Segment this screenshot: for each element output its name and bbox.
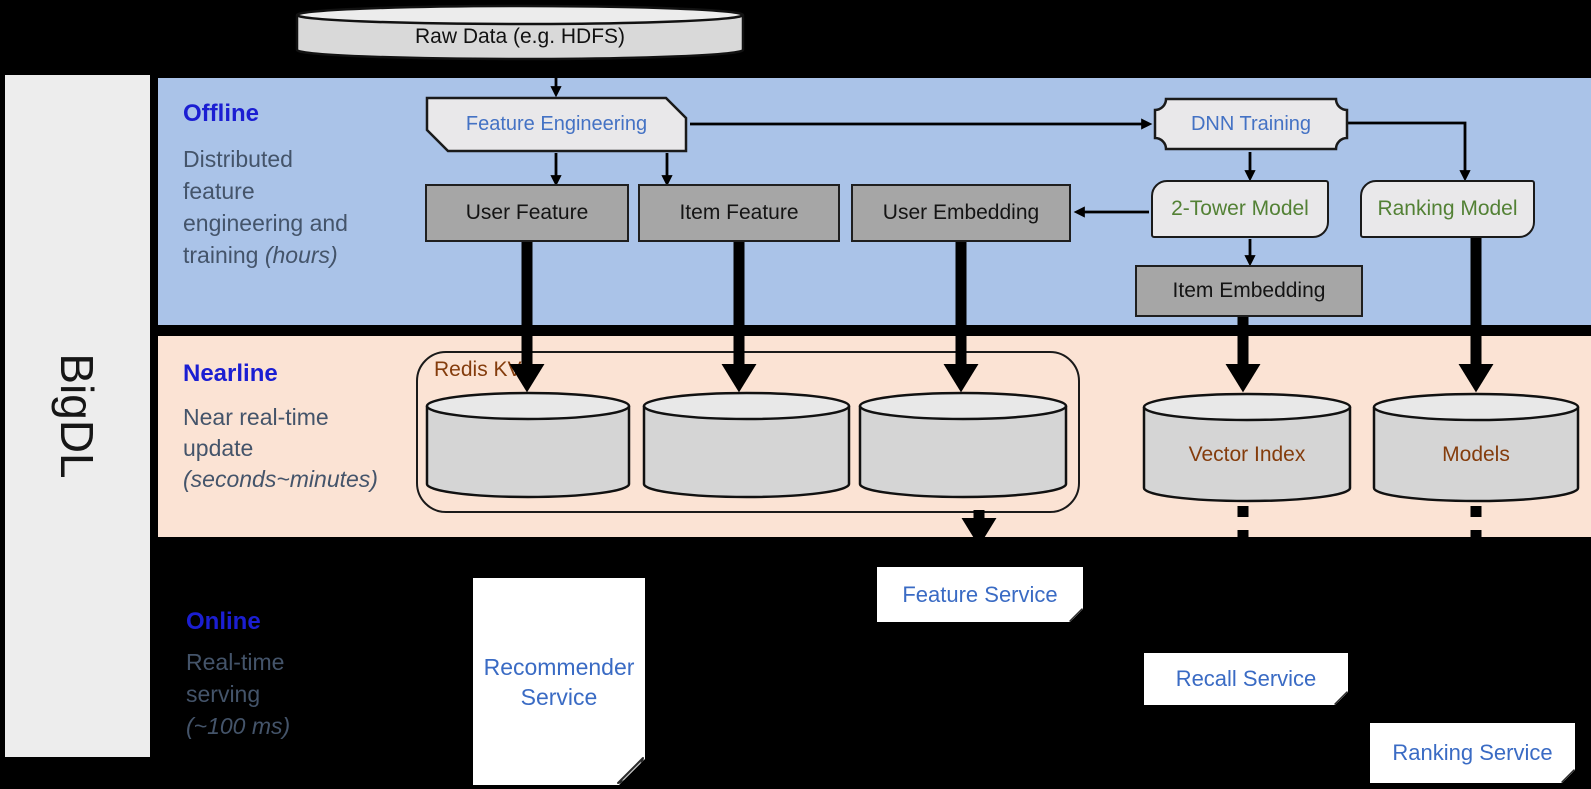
recommender-service-label-line1: Recommender: [483, 653, 635, 680]
models-label: Models: [1442, 442, 1510, 466]
folded-corner-icon: [615, 755, 645, 785]
recall-service-label: Recall Service: [1175, 666, 1317, 691]
item-embedding-label: Item Embedding: [1172, 279, 1326, 302]
ranking-service-node: Ranking Service: [1370, 723, 1575, 783]
bigdl-sidebar: BigDL: [5, 75, 150, 757]
models-store: Models: [1372, 391, 1580, 504]
online-desc-line3: (~100 ms): [186, 713, 291, 739]
item-feature-label: Item Feature: [679, 201, 799, 224]
online-desc-line1: Real-time: [186, 649, 285, 675]
redis-kv-container: [416, 351, 1080, 513]
recommender-service-node: Recommender Service: [473, 578, 645, 785]
online-description: Real-time serving (~100 ms): [186, 646, 290, 742]
kv-store-cylinder-3: [858, 390, 1068, 500]
folded-corner-icon: [1333, 690, 1348, 705]
offline-desc-line1: Distributed: [183, 146, 293, 172]
nearline-desc-line1: Near real-time: [183, 404, 329, 430]
recall-service-node: Recall Service: [1144, 653, 1348, 705]
dnn-training-node: DNN Training: [1153, 97, 1349, 151]
offline-desc-line4: training: [183, 242, 265, 268]
feature-engineering-label: Feature Engineering: [465, 113, 648, 135]
feature-engineering-node: Feature Engineering: [425, 96, 688, 153]
two-tower-model-label: 2-Tower Model: [1171, 197, 1309, 220]
user-feature-label: User Feature: [465, 201, 589, 224]
snip-corner-shape: [425, 96, 688, 153]
folded-corner-icon: [1560, 768, 1575, 783]
user-feature-node: User Feature: [425, 184, 629, 242]
item-feature-node: Item Feature: [638, 184, 840, 242]
nearline-desc-line2: update: [183, 435, 254, 461]
user-embedding-node: User Embedding: [851, 184, 1071, 242]
feature-service-label: Feature Service: [902, 581, 1058, 607]
offline-desc-line2: feature: [183, 178, 255, 204]
online-desc-line2: serving: [186, 681, 261, 707]
plaque-shape: [1153, 97, 1349, 151]
redis-kv-label: Redis KV: [434, 358, 522, 381]
ranking-model-node: Ranking Model: [1360, 180, 1535, 238]
vector-index-store: Vector Index: [1142, 391, 1352, 504]
offline-desc-line4-italic: (hours): [264, 242, 338, 268]
user-embedding-label: User Embedding: [882, 201, 1040, 224]
item-embedding-node: Item Embedding: [1135, 265, 1363, 317]
folded-corner-icon: [1068, 607, 1083, 622]
nearline-label: Nearline: [183, 360, 278, 387]
vector-index-label: Vector Index: [1188, 442, 1306, 466]
cylinder-shape: [295, 4, 745, 61]
kv-store-cylinder-2: [642, 390, 851, 500]
offline-label: Offline: [183, 100, 259, 127]
kv-store-cylinder-1: [425, 390, 631, 500]
recommender-service-label-line2: Service: [520, 683, 598, 710]
offline-desc-line3: engineering and: [183, 210, 348, 236]
nearline-description: Near real-time update (seconds~minutes): [183, 402, 378, 495]
offline-description: Distributed feature engineering and trai…: [183, 143, 348, 271]
nearline-desc-line3: (seconds~minutes): [183, 466, 378, 492]
ranking-model-label: Ranking Model: [1377, 197, 1518, 220]
dnn-training-label: DNN Training: [1190, 112, 1312, 135]
raw-data-label: Raw Data (e.g. HDFS): [414, 25, 626, 48]
raw-data-store: Raw Data (e.g. HDFS): [295, 3, 745, 63]
bigdl-brand-label: BigDL: [51, 353, 103, 479]
online-label: Online: [186, 608, 261, 635]
feature-service-node: Feature Service: [877, 567, 1083, 622]
two-tower-model-node: 2-Tower Model: [1151, 180, 1329, 238]
ranking-service-label: Ranking Service: [1392, 740, 1553, 765]
